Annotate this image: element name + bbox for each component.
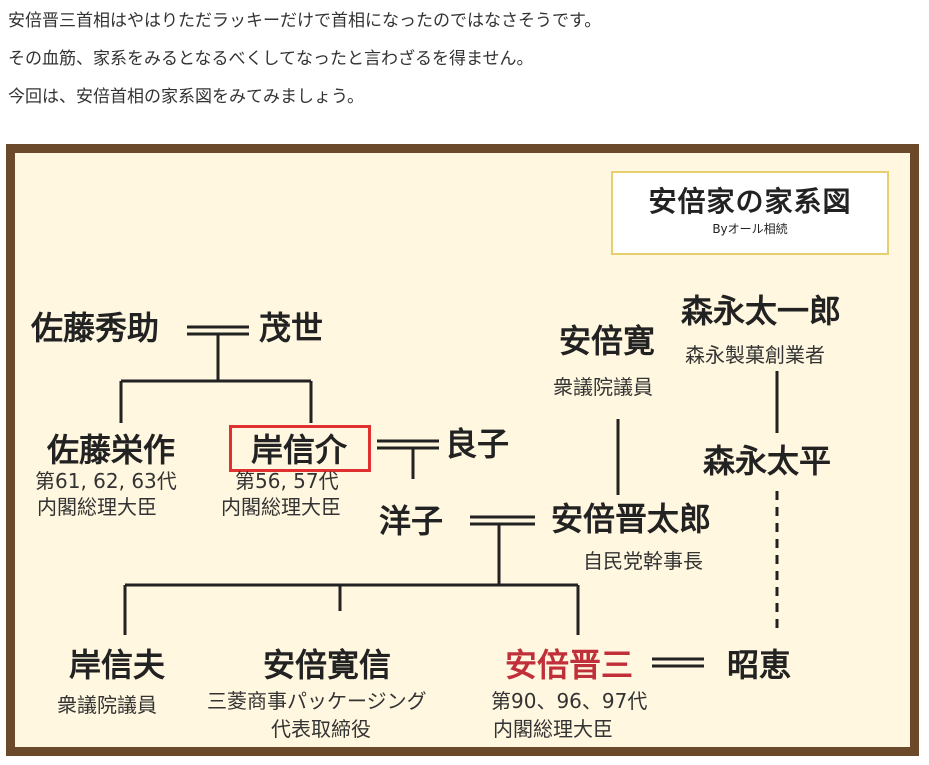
highlight-box-kishi bbox=[229, 425, 371, 472]
role-kishi-nobuo: 衆議院議員 bbox=[57, 693, 157, 717]
person-yoshiko: 良子 bbox=[445, 425, 510, 463]
role-sato-eisaku-2: 内閣総理大臣 bbox=[37, 495, 157, 519]
person-abe-kan: 安倍寛 bbox=[559, 322, 656, 360]
diagram-title-box: 安倍家の家系図 Byオール相続 bbox=[611, 171, 889, 255]
person-abe-hironobu: 安倍寛信 bbox=[263, 646, 392, 684]
person-sato-hidesuke: 佐藤秀助 bbox=[31, 309, 160, 347]
person-akie: 昭恵 bbox=[727, 646, 792, 684]
person-moyo: 茂世 bbox=[259, 309, 324, 347]
person-kishi-nobuo: 岸信夫 bbox=[69, 646, 166, 684]
role-abe-hironobu-2: 代表取締役 bbox=[271, 717, 371, 741]
family-tree-diagram: 安倍家の家系図 Byオール相続 佐藤秀助 茂世 安倍寛 衆議院議員 森永太一郎 … bbox=[6, 144, 919, 756]
person-abe-shinzo: 安倍晋三 bbox=[505, 646, 634, 684]
intro-line-1: 安倍晋三首相はやはりただラッキーだけで首相になったのではなさそうです。 bbox=[8, 11, 602, 31]
person-yoko: 洋子 bbox=[379, 502, 444, 540]
role-abe-kan: 衆議院議員 bbox=[553, 375, 653, 399]
person-morinaga-taichiro: 森永太一郎 bbox=[681, 292, 842, 330]
person-kishi-nobusuke: 岸信介 bbox=[251, 431, 348, 469]
intro-line-3: 今回は、安倍首相の家系図をみてみましょう。 bbox=[8, 87, 364, 107]
role-kishi-nobusuke-1: 第56, 57代 bbox=[235, 469, 339, 493]
role-abe-shinzo-2: 内閣総理大臣 bbox=[493, 717, 613, 741]
role-sato-eisaku-1: 第61, 62, 63代 bbox=[35, 469, 177, 493]
intro-line-2: その血筋、家系をみるとなるべくしてなったと言わざるを得ません。 bbox=[8, 49, 534, 69]
role-abe-hironobu-1: 三菱商事パッケージング bbox=[207, 689, 427, 713]
connector-lines bbox=[119, 325, 779, 668]
role-morinaga-taichiro: 森永製菓創業者 bbox=[685, 343, 825, 367]
person-abe-shintaro: 安倍晋太郎 bbox=[551, 500, 712, 538]
role-abe-shinzo-1: 第90、96、97代 bbox=[491, 689, 648, 713]
diagram-title: 安倍家の家系図 bbox=[648, 185, 852, 218]
diagram-credit: Byオール相続 bbox=[712, 222, 788, 236]
person-morinaga-taihei: 森永太平 bbox=[703, 442, 832, 480]
role-abe-shintaro: 自民党幹事長 bbox=[583, 549, 703, 573]
role-kishi-nobusuke-2: 内閣総理大臣 bbox=[221, 495, 341, 519]
person-sato-eisaku: 佐藤栄作 bbox=[47, 431, 176, 469]
